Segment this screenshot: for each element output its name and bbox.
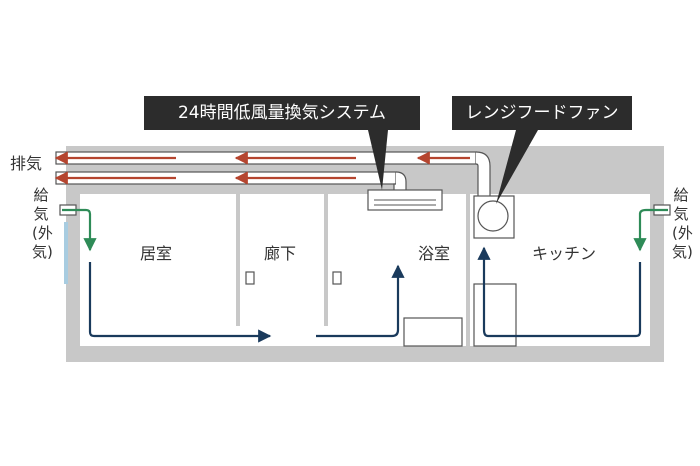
supply-label-left: 給気(外気) bbox=[32, 186, 53, 261]
room-label-living: 居室 bbox=[140, 244, 173, 263]
supply-arrow-left bbox=[62, 208, 97, 252]
duct-elbow-rangehood bbox=[475, 151, 491, 199]
indoor-flow-kitchen bbox=[477, 246, 642, 338]
callout-ventilation-system: 24時間低風量換気システム bbox=[144, 96, 420, 130]
callout-pointer-system bbox=[368, 130, 388, 190]
rangehood-fan-circle bbox=[477, 200, 509, 232]
supply-label-right: 給気(外気) bbox=[672, 186, 693, 261]
bathtub bbox=[403, 317, 463, 347]
room-label-bath: 浴室 bbox=[418, 244, 451, 263]
supply-arrow-right bbox=[633, 208, 668, 252]
door-handle bbox=[245, 271, 255, 285]
callout-rangehood-fan: レンジフードファン bbox=[452, 96, 632, 130]
indoor-flow-living-hall bbox=[88, 262, 272, 343]
wall-bath-kitchen bbox=[466, 194, 470, 346]
exhaust-label: 排気 bbox=[10, 154, 43, 173]
left-window bbox=[64, 222, 68, 284]
room-label-hall: 廊下 bbox=[264, 244, 297, 263]
wall-hall-bath bbox=[324, 194, 328, 326]
callout-pointer-rangehood bbox=[496, 130, 538, 204]
wall-living-hall bbox=[236, 194, 240, 326]
room-label-kitchen: キッチン bbox=[532, 244, 597, 263]
indoor-flow-bath bbox=[316, 264, 405, 338]
house-interior bbox=[80, 194, 650, 346]
door-handle bbox=[332, 271, 342, 285]
